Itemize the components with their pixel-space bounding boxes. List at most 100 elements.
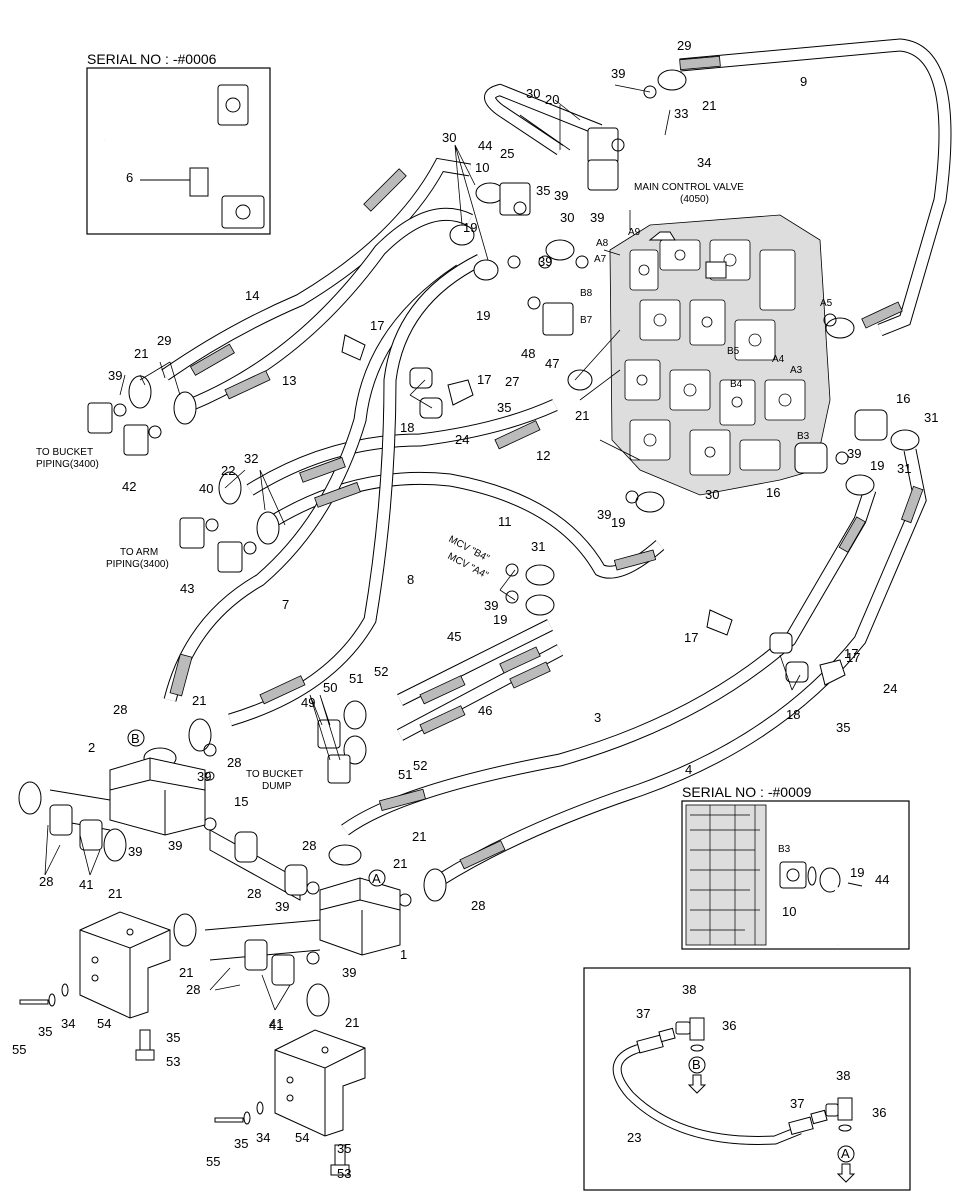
part-number-2: 2 <box>88 740 95 755</box>
part-number-52: 52 <box>413 758 427 773</box>
port-b7: B7 <box>580 315 593 326</box>
part-number-35: 35 <box>166 1030 180 1045</box>
brackets <box>19 911 366 1176</box>
part-number-35: 35 <box>38 1024 52 1039</box>
marker-a-circle <box>368 869 386 887</box>
part-number-6: 6 <box>126 170 133 185</box>
part-number-32: 32 <box>244 451 258 466</box>
port-a9: A9 <box>628 227 641 238</box>
part-number-21: 21 <box>179 965 193 980</box>
part-number-43: 43 <box>180 581 194 596</box>
part-number-22: 22 <box>221 463 235 478</box>
part-number-25: 25 <box>500 146 514 161</box>
part-number-21: 21 <box>134 346 148 361</box>
marker-a-text: A <box>372 871 381 886</box>
serial-0009-label: SERIAL NO : -#0009 <box>682 784 812 800</box>
part-number-28: 28 <box>471 898 485 913</box>
part-number-17: 17 <box>844 646 858 661</box>
part-number-19: 19 <box>850 865 864 880</box>
part-number-39: 39 <box>847 446 861 461</box>
part-number-41: 41 <box>79 877 93 892</box>
part-number-38: 38 <box>836 1068 850 1083</box>
part-number-21: 21 <box>192 693 206 708</box>
part-number-30: 30 <box>442 130 456 145</box>
part-number-29: 29 <box>157 333 171 348</box>
part-number-39: 39 <box>342 965 356 980</box>
part-number-45: 45 <box>447 629 461 644</box>
part-number-15: 15 <box>234 794 248 809</box>
part-number-31: 31 <box>531 539 545 554</box>
part-number-12: 12 <box>536 448 550 463</box>
part-number-39: 39 <box>108 368 122 383</box>
marker-b-circle <box>127 729 145 747</box>
leader-lines <box>44 84 801 1011</box>
port-b3-inset: B3 <box>778 844 791 855</box>
part-number-33: 33 <box>674 106 688 121</box>
part-number-28: 28 <box>39 874 53 889</box>
part-number-11: 11 <box>498 514 512 529</box>
part-number-18: 18 <box>400 420 414 435</box>
part-number-30: 30 <box>526 86 540 101</box>
part-number-34: 34 <box>61 1016 75 1031</box>
part-number-53: 53 <box>166 1054 180 1069</box>
hose-fittings <box>169 55 924 870</box>
part-number-24: 24 <box>883 681 897 696</box>
to-bucket-dump-line2: DUMP <box>262 781 292 792</box>
part-number-1: 1 <box>400 947 407 962</box>
part-number-19: 19 <box>463 220 477 235</box>
part-number-44: 44 <box>875 872 889 887</box>
inset-hose-23 <box>583 967 911 1191</box>
to-bucket-piping-line2: PIPING(3400) <box>36 459 99 470</box>
part-number-55: 55 <box>12 1042 26 1057</box>
part-number-27: 27 <box>505 374 519 389</box>
part-number-17: 17 <box>846 650 860 665</box>
part-number-13: 13 <box>282 373 296 388</box>
part-number-35: 35 <box>234 1136 248 1151</box>
part-number-21: 21 <box>345 1015 359 1030</box>
part-number-39: 39 <box>590 210 604 225</box>
part-number-17: 17 <box>370 318 384 333</box>
part-number-35: 35 <box>836 720 850 735</box>
part-number-35: 35 <box>497 400 511 415</box>
port-b5: B5 <box>727 346 740 357</box>
part-number-48: 48 <box>521 346 535 361</box>
port-a3: A3 <box>790 365 803 376</box>
part-number-41: 41 <box>269 1016 283 1031</box>
part-number-17: 17 <box>477 372 491 387</box>
part-number-21: 21 <box>393 856 407 871</box>
main-control-valve <box>609 214 831 496</box>
part-number-4: 4 <box>685 762 692 777</box>
part-number-19: 19 <box>493 612 507 627</box>
hoses <box>161 38 952 886</box>
port-b3: B3 <box>797 431 810 442</box>
part-number-41: 41 <box>269 1018 283 1033</box>
part-number-44: 44 <box>478 138 492 153</box>
part-number-34: 34 <box>697 155 711 170</box>
marker-b-text: B <box>131 731 140 746</box>
marker-b-inset-text: B <box>692 1057 701 1072</box>
to-arm-piping-line2: PIPING(3400) <box>106 559 169 570</box>
part-number-31: 31 <box>924 410 938 425</box>
part-number-51: 51 <box>349 671 363 686</box>
part-number-21: 21 <box>412 829 426 844</box>
manifold-blocks <box>49 757 401 986</box>
part-number-37: 37 <box>790 1096 804 1111</box>
part-number-42: 42 <box>122 479 136 494</box>
part-number-21: 21 <box>108 886 122 901</box>
part-number-39: 39 <box>484 598 498 613</box>
part-number-20: 20 <box>545 92 559 107</box>
part-number-31: 31 <box>897 461 911 476</box>
part-number-18: 18 <box>786 707 800 722</box>
port-a4: A4 <box>772 354 785 365</box>
port-a7: A7 <box>594 254 607 265</box>
part-number-8: 8 <box>407 572 414 587</box>
part-number-28: 28 <box>186 982 200 997</box>
part-number-39: 39 <box>197 769 211 784</box>
part-number-47: 47 <box>545 356 559 371</box>
part-number-39: 39 <box>128 844 142 859</box>
part-number-3: 3 <box>594 710 601 725</box>
part-number-36: 36 <box>872 1105 886 1120</box>
serial-0006-label: SERIAL NO : -#0006 <box>87 51 217 67</box>
to-bucket-piping-line1: TO BUCKET <box>36 447 93 458</box>
